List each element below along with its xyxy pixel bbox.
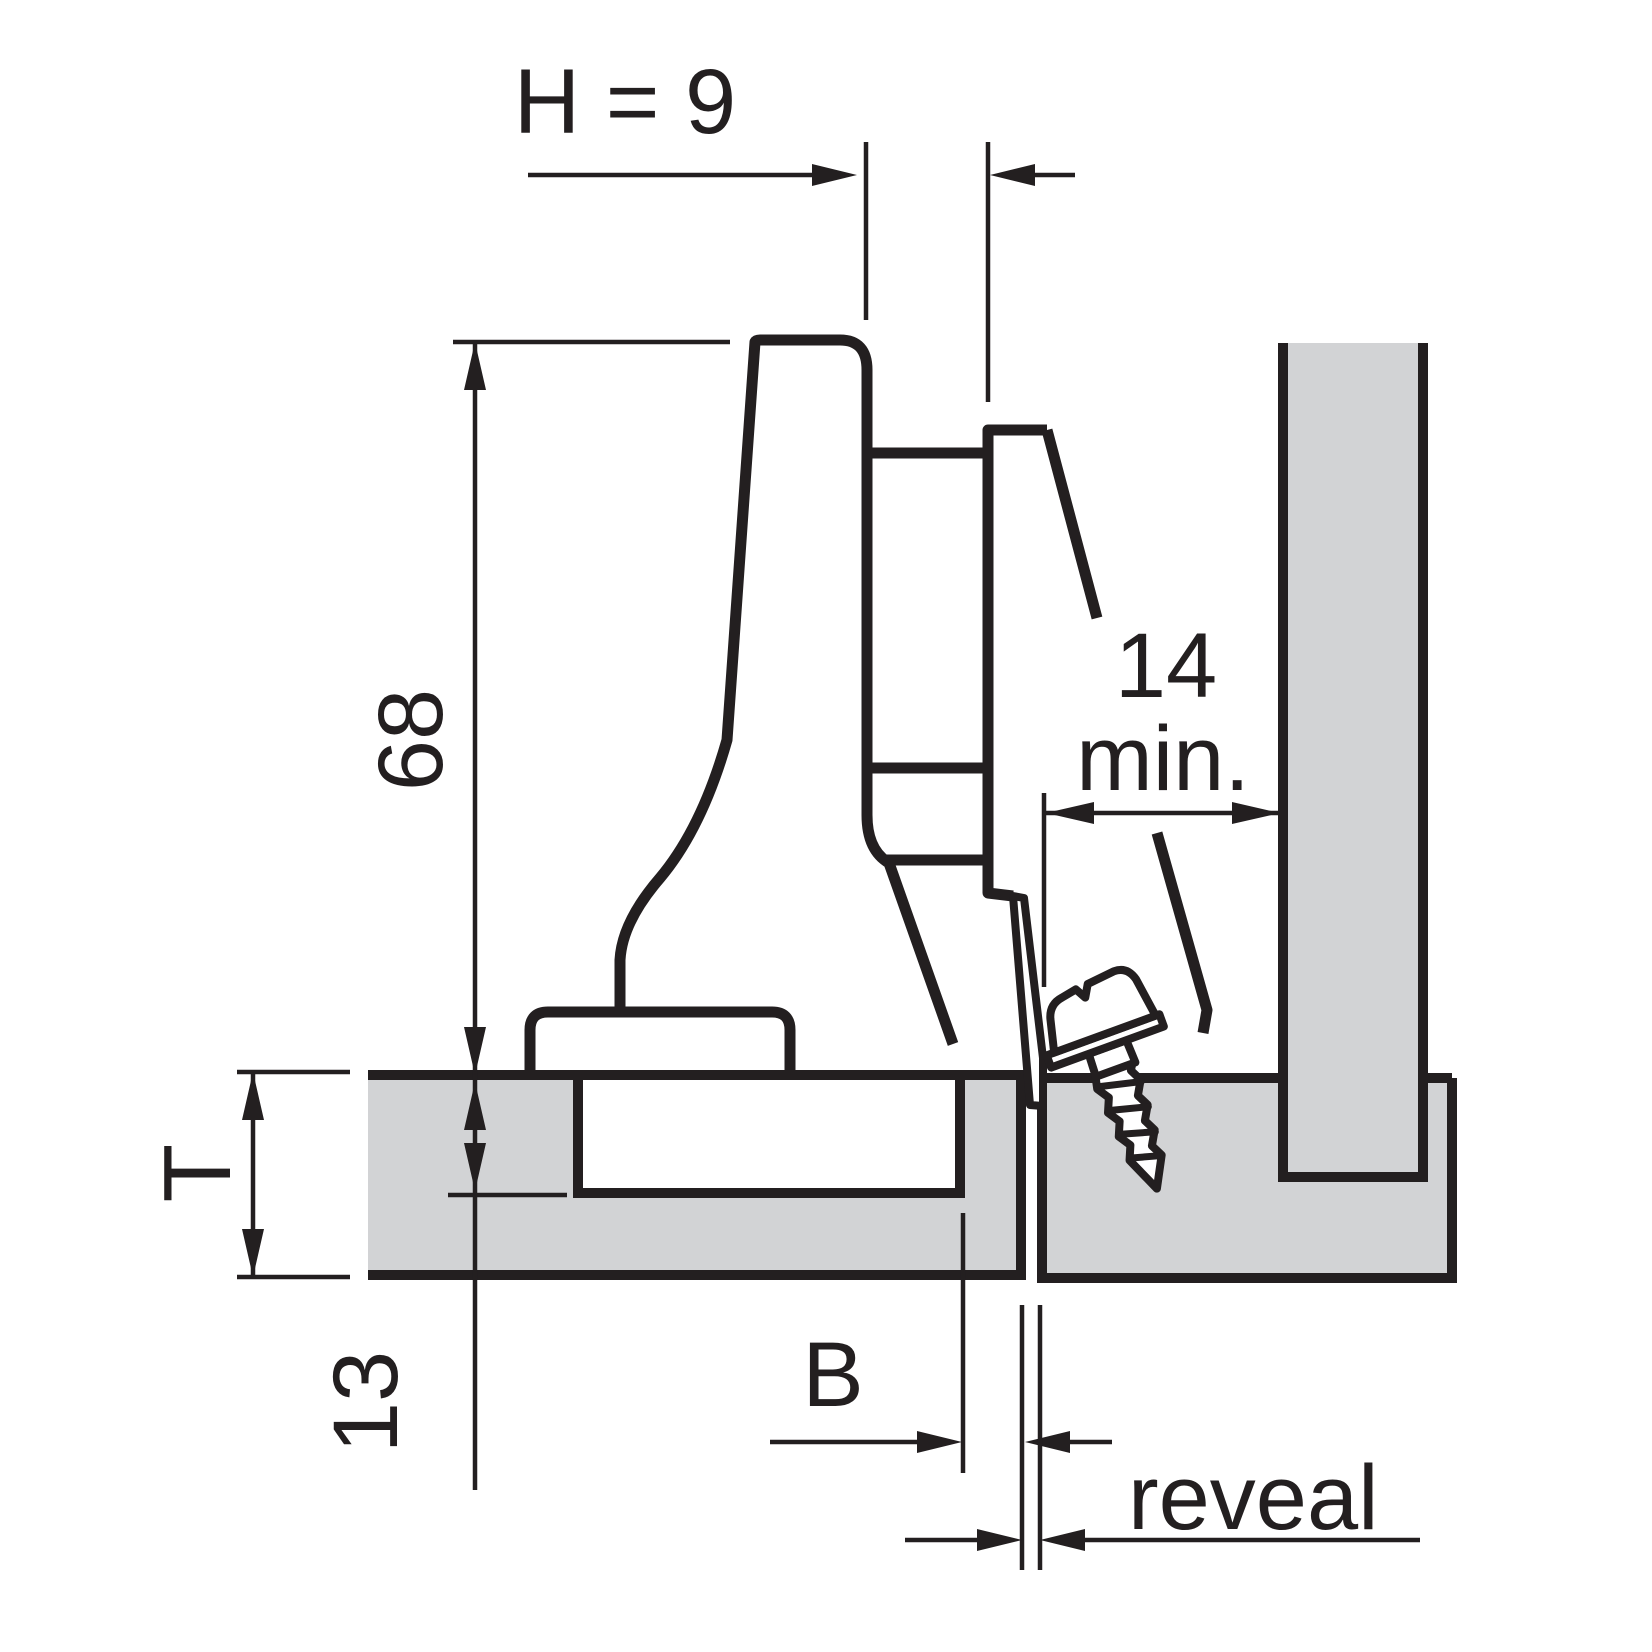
dim-t-arrowheads (242, 1072, 264, 1277)
dim-13-label: 13 (315, 1351, 417, 1453)
dim-b-lines (770, 1213, 1112, 1473)
dimension-t: T (144, 1069, 350, 1280)
screw-threads (1093, 1078, 1164, 1162)
dim-reveal-arrowheads (977, 1529, 1085, 1551)
dim-reveal-label: reveal (1128, 1447, 1379, 1549)
dim-h9-arrowheads (812, 164, 1035, 186)
cup-drill-hole-outline (573, 1078, 965, 1198)
dimension-14min: 14 min. (1041, 615, 1280, 987)
wood-edges (368, 343, 1457, 1283)
plate-hook-tab (1009, 892, 1047, 1110)
dim-h9-lines (528, 142, 1075, 402)
dim-b-arrowheads (917, 1431, 1070, 1453)
dim-h9-label: H = 9 (514, 51, 736, 153)
dimension-b: B (770, 1213, 1112, 1473)
hinge-arm-lines (867, 447, 988, 866)
dim-14min-lines (1041, 793, 1280, 987)
dim-68-lines (453, 339, 730, 1075)
screw-head-dome (1046, 965, 1160, 1057)
dim-14min-unit: min. (1076, 708, 1250, 810)
dim-14min-value: 14 (1115, 615, 1217, 717)
dimension-68: 68 (360, 339, 730, 1075)
mounting-screw (1042, 965, 1168, 1193)
cabinet-side-panel-outline (1278, 343, 1428, 1182)
dim-t-label: T (144, 1144, 251, 1203)
dim-14min-arrowheads (1046, 802, 1280, 824)
dim-b-label: B (802, 1324, 863, 1426)
door-panel-outline (368, 1070, 1026, 1280)
dimension-13: 13 (315, 1075, 567, 1490)
dim-reveal-lines (905, 1305, 1420, 1570)
dimension-h9: H = 9 (514, 51, 1075, 402)
cabinet-side-panel (1283, 343, 1423, 1177)
cup-drill-hole (578, 1080, 960, 1193)
dimension-reveal: reveal (905, 1305, 1420, 1570)
mounting-plate (982, 424, 1213, 1034)
hinge-flange (524, 1006, 796, 1073)
hinge-cup-outline (614, 334, 959, 1046)
hinge (524, 334, 1213, 1110)
dim-68-label: 68 (360, 689, 462, 791)
dim-13-arrowheads (464, 1082, 486, 1191)
